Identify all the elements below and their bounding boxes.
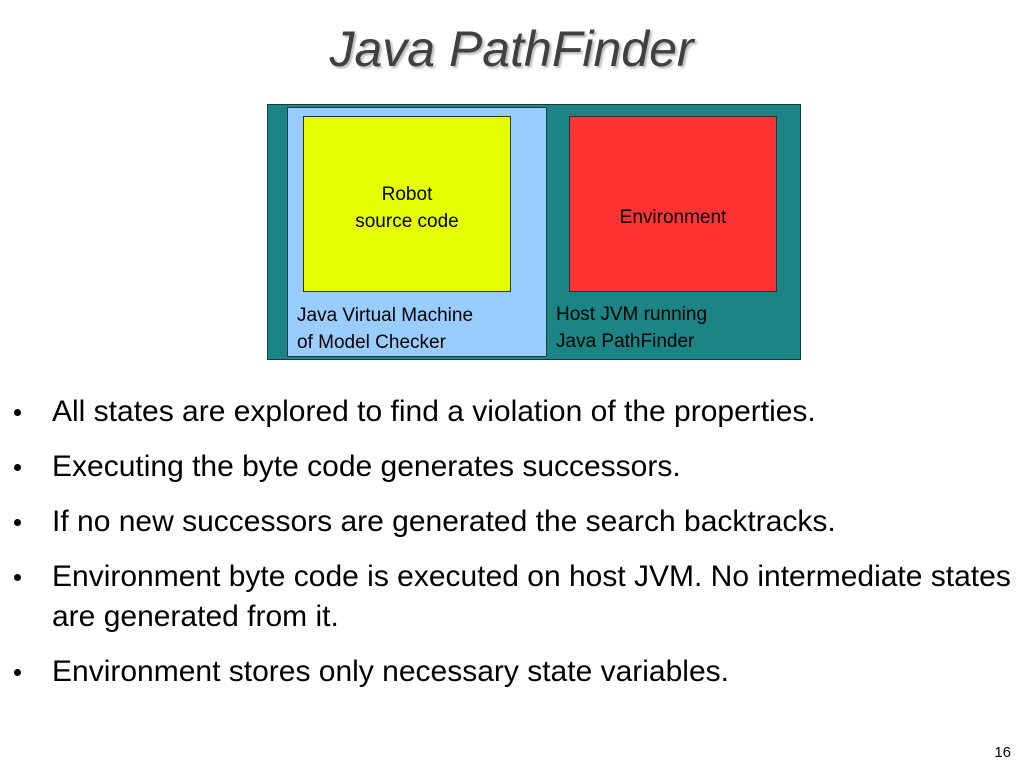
bullet-text: Executing the byte code generates succes… bbox=[52, 450, 681, 483]
bullet-dot-icon bbox=[14, 519, 21, 526]
jpf-architecture-diagram: Java Virtual Machine of Model Checker Ro… bbox=[267, 104, 801, 360]
bullet-item: Executing the byte code generates succes… bbox=[14, 447, 1014, 487]
bullet-text: If no new successors are generated the s… bbox=[52, 505, 836, 538]
bullet-dot-icon bbox=[14, 464, 21, 471]
bullet-text: All states are explored to find a violat… bbox=[52, 395, 816, 428]
robot-source-code-box: Robot source code bbox=[303, 116, 511, 292]
bullet-text: Environment stores only necessary state … bbox=[52, 655, 729, 688]
robot-source-code-label: Robot source code bbox=[355, 184, 459, 232]
bullet-dot-icon bbox=[14, 574, 21, 581]
environment-label: Environment bbox=[619, 207, 727, 228]
environment-box: Environment bbox=[569, 116, 777, 292]
bullet-dot-icon bbox=[14, 669, 21, 676]
bullet-item: All states are explored to find a violat… bbox=[14, 392, 1014, 432]
host-jvm-label: Host JVM running Java PathFinder bbox=[556, 304, 708, 352]
page-number: 16 bbox=[994, 744, 1011, 761]
bullet-item: Environment byte code is executed on hos… bbox=[14, 557, 1014, 637]
slide-title: Java PathFinder bbox=[329, 21, 694, 77]
bullet-list: All states are explored to find a violat… bbox=[14, 392, 1014, 707]
bullet-dot-icon bbox=[14, 409, 21, 416]
bullet-text: Environment byte code is executed on hos… bbox=[52, 560, 1011, 633]
bullet-item: If no new successors are generated the s… bbox=[14, 502, 1014, 542]
bullet-item: Environment stores only necessary state … bbox=[14, 652, 1014, 692]
model-checker-jvm-label: Java Virtual Machine of Model Checker bbox=[297, 305, 474, 353]
